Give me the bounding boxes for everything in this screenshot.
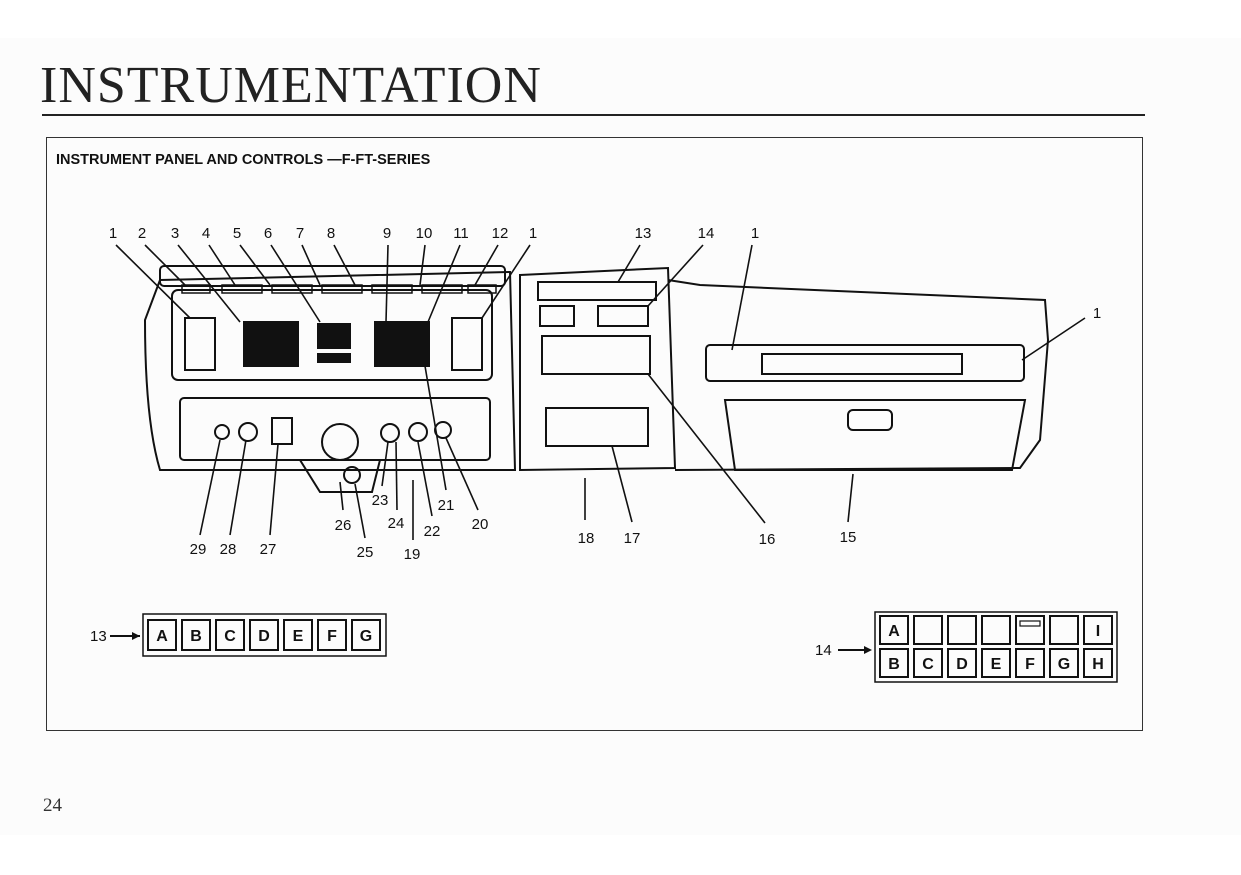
radio [541, 335, 651, 375]
callout-27: 27 [260, 541, 277, 558]
callouts-top: 1 2 3 4 5 6 7 8 9 10 11 12 1 13 14 1 1 [109, 225, 1101, 322]
legend-13-label: 13 [90, 628, 107, 645]
key-13-a: A [156, 628, 168, 645]
key-13-b: B [190, 628, 202, 645]
callout-16: 16 [759, 531, 776, 548]
callout-17: 17 [624, 530, 641, 547]
callout-26: 26 [335, 517, 352, 534]
callout-1c: 1 [751, 225, 759, 242]
callout-25: 25 [357, 544, 374, 561]
callout-20: 20 [472, 516, 489, 533]
callout-1: 1 [109, 225, 117, 242]
key-13-d: D [258, 628, 270, 645]
legend-14: 14 A I B C D E F G H [815, 611, 1118, 683]
callout-22: 22 [424, 523, 441, 540]
fuel-gauge [317, 323, 351, 349]
callout-3: 3 [171, 225, 179, 242]
steering-column [321, 423, 359, 461]
callout-8: 8 [327, 225, 335, 242]
left-vent [184, 317, 216, 371]
callout-4: 4 [202, 225, 210, 242]
legend-13: 13 A B C D E F G [90, 613, 387, 657]
ignition-switch [343, 466, 361, 484]
cluster-bezel [171, 289, 493, 381]
title-rule [42, 114, 1145, 116]
key-13-g: G [360, 628, 372, 645]
key-14-g: G [1058, 656, 1070, 673]
figure-frame [46, 137, 1143, 731]
column-shroud [299, 459, 381, 493]
tachometer [374, 321, 430, 367]
callout-11: 11 [453, 225, 469, 242]
page-number: 24 [43, 795, 62, 816]
callout-10: 10 [416, 225, 433, 242]
headlamp-switch [214, 424, 230, 440]
defroster-vents [159, 265, 506, 287]
cluster-housing [143, 270, 517, 471]
key-14-b: B [888, 656, 900, 673]
lower-switch-panel [179, 397, 491, 461]
callout-14: 14 [698, 225, 715, 242]
callouts-bottom: 29 28 27 26 25 24 23 22 21 20 19 18 17 1… [190, 492, 857, 563]
callout-23: 23 [372, 492, 389, 509]
legend-14-label: 14 [815, 642, 832, 659]
right-dash [667, 279, 1050, 471]
manual-page [0, 38, 1241, 835]
indicator-lamps [317, 353, 351, 363]
key-14-e: E [991, 656, 1002, 673]
callout-2: 2 [138, 225, 146, 242]
key-13-e: E [293, 628, 304, 645]
dashboard-drawing [143, 265, 1050, 493]
leader-lines [115, 244, 1086, 540]
callout-12: 12 [492, 225, 509, 242]
callout-18: 18 [578, 530, 595, 547]
key-14-f: F [1025, 656, 1035, 673]
callout-6: 6 [264, 225, 272, 242]
glove-box-latch [847, 409, 893, 431]
right-vent [705, 344, 1025, 382]
speedometer [243, 321, 299, 367]
callout-29: 29 [190, 541, 207, 558]
key-14-i: I [1096, 623, 1100, 640]
callout-9: 9 [383, 225, 391, 242]
callout-5: 5 [233, 225, 241, 242]
key-14-c: C [922, 656, 934, 673]
callout-1-right: 1 [1093, 305, 1101, 322]
callout-1b: 1 [529, 225, 537, 242]
key-14-d: D [956, 656, 968, 673]
wiper-switch [238, 422, 258, 442]
key-13-f: F [327, 628, 337, 645]
center-vent [451, 317, 483, 371]
key-14-h: H [1092, 656, 1104, 673]
callout-13: 13 [635, 225, 652, 242]
callout-24: 24 [388, 515, 405, 532]
heater-controls [545, 407, 649, 447]
figure-title: INSTRUMENT PANEL AND CONTROLS —F-FT-SERI… [56, 152, 431, 168]
glove-box [723, 399, 1027, 471]
key-14-a: A [888, 623, 900, 640]
key-13-c: C [224, 628, 236, 645]
callout-28: 28 [220, 541, 237, 558]
callout-21: 21 [438, 497, 455, 514]
center-stack [519, 266, 677, 472]
callout-19: 19 [404, 546, 421, 563]
callout-15: 15 [840, 529, 857, 546]
page-title: INSTRUMENTATION [40, 57, 542, 114]
pushbutton-row [537, 281, 657, 301]
lighter [271, 417, 293, 445]
callout-7: 7 [296, 225, 304, 242]
